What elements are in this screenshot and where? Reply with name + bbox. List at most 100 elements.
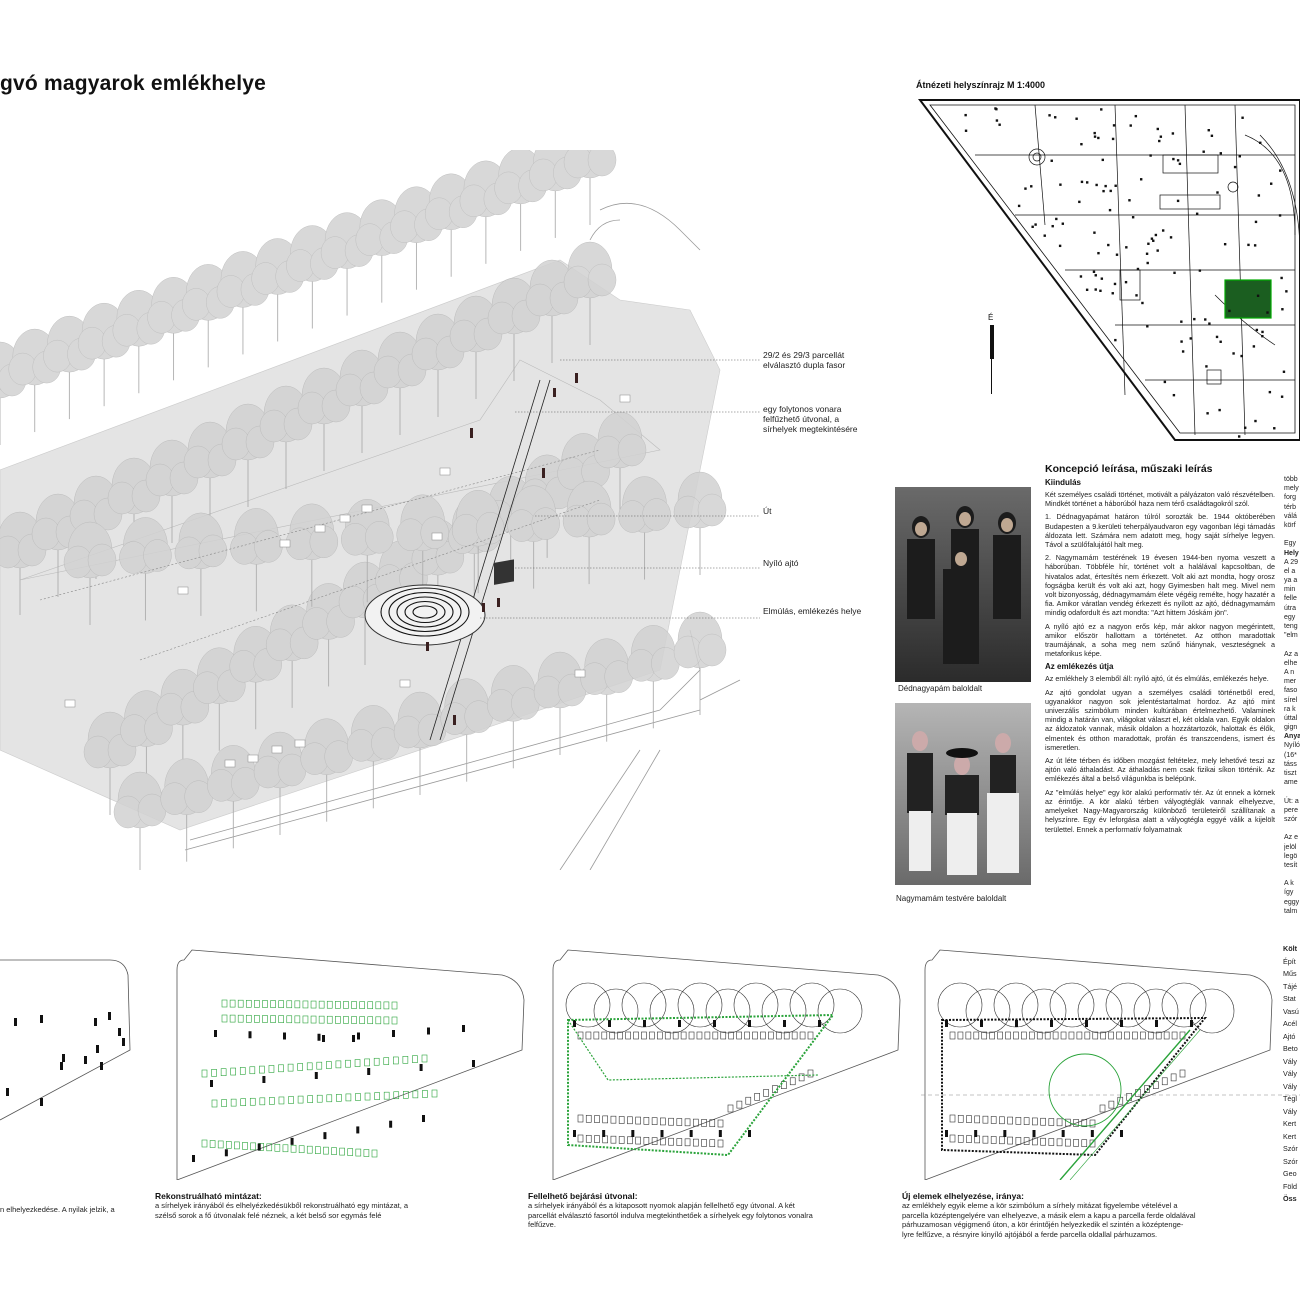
grave-outline: [336, 1094, 342, 1102]
grave-outline: [391, 1016, 398, 1025]
tree-canopy: [347, 729, 376, 762]
grave-outline: [660, 1117, 666, 1126]
tree-canopy-circle: [965, 988, 1011, 1034]
grave-outline: [641, 1031, 647, 1040]
grave-marker: [631, 1130, 635, 1137]
grave-outline: [1073, 1139, 1079, 1147]
grave-outline: [657, 1031, 663, 1040]
grave-marker: [224, 1149, 228, 1157]
grave-outline: [343, 1016, 349, 1024]
grave-outline: [294, 1015, 301, 1024]
grave-outline: [367, 1016, 374, 1025]
site-map-tree-dot: [1075, 117, 1078, 120]
grave-outline: [326, 1061, 332, 1069]
site-map-tree-dot: [1145, 252, 1149, 255]
diagram-1-caption: n elhelyezkedése. A nyilak jelzik, a: [0, 1205, 115, 1214]
grave-outline: [383, 1091, 390, 1100]
grave-outline: [999, 1136, 1005, 1145]
grave-outline: [268, 1065, 275, 1073]
grave-outline: [990, 1136, 997, 1144]
concept-text: Kiindulás Két személyes családi történet…: [1045, 478, 1275, 834]
grave-outline: [744, 1031, 750, 1040]
cut-text-line: eggy: [1284, 898, 1300, 906]
site-map-tree-dot: [1048, 114, 1051, 117]
grave-marker: [1120, 1130, 1123, 1137]
tree-canopy-circle: [565, 982, 611, 1028]
tree-canopy: [411, 337, 441, 371]
tree-canopy: [673, 495, 703, 529]
site-map-tree-dot: [1099, 289, 1102, 293]
grave-marker: [573, 1020, 576, 1027]
site-map-tree-dot: [1031, 225, 1034, 229]
grave-marker: [257, 1143, 261, 1151]
north-arrow: [990, 325, 994, 359]
grave-outline: [701, 1139, 707, 1147]
grave-outline: [736, 1100, 743, 1109]
grave-marker: [718, 1130, 722, 1137]
site-map-tree-dot: [1254, 419, 1257, 423]
site-map-tree-dot: [1193, 317, 1196, 321]
site-map-tree-dot: [1268, 390, 1272, 394]
grave-outline: [287, 1063, 294, 1072]
tree-canopy: [697, 633, 727, 667]
grave-outline: [331, 1147, 337, 1155]
grave-outline: [239, 1067, 246, 1075]
annotation-door: Nyíló ajtó: [763, 558, 799, 568]
site-map-tree-dot: [1115, 253, 1119, 256]
grave-outline: [957, 1114, 964, 1123]
site-map-tree-dot: [1097, 251, 1100, 255]
grave-marker: [392, 1030, 395, 1037]
grave-outline: [383, 1057, 390, 1065]
grave-outline: [364, 1058, 370, 1067]
grave-outline: [1124, 1031, 1130, 1040]
tree-canopy-circle: [1049, 982, 1095, 1028]
grave-outline: [763, 1089, 769, 1097]
grave-outline: [720, 1031, 727, 1040]
cost-label: Tájé: [1283, 981, 1297, 991]
cut-text-line: így: [1284, 889, 1294, 897]
grave-outline: [326, 1094, 333, 1103]
grave-outline: [402, 1056, 409, 1064]
tree-canopy: [107, 481, 137, 515]
site-map-tree-dot: [1204, 318, 1207, 321]
site-map-tree-dot: [1097, 136, 1100, 140]
grave-outline: [221, 1014, 228, 1023]
site-map-tree-dot: [1079, 275, 1083, 278]
tree-canopy-circle: [1105, 982, 1151, 1028]
grave-outline: [288, 1096, 294, 1104]
tree-canopy: [642, 498, 671, 531]
grave-outline: [266, 1143, 273, 1152]
grave-marker: [322, 1035, 325, 1042]
grave-outline: [760, 1031, 766, 1040]
grave-outline: [262, 1015, 268, 1023]
grave-outline: [660, 1137, 666, 1146]
grave-outline: [221, 1099, 227, 1107]
grave-marker: [422, 1115, 425, 1122]
grave-outline: [1089, 1119, 1096, 1128]
grave-marker: [1120, 1020, 1123, 1027]
grave-outline: [974, 1135, 981, 1144]
grave-outline: [1153, 1081, 1159, 1089]
site-map-tree-dot: [1093, 135, 1097, 138]
site-map-tree-dot: [1169, 236, 1173, 239]
site-map-tree-dot: [1078, 200, 1081, 204]
grave-outline: [347, 1148, 354, 1156]
grave-outline: [727, 1104, 734, 1113]
grave-outline: [585, 1031, 592, 1040]
tree-canopy: [420, 516, 449, 549]
cost-label: Műs: [1283, 969, 1297, 978]
tree-canopy-circle: [677, 982, 723, 1028]
grave-outline: [1171, 1031, 1178, 1040]
site-map-tree-dot: [1253, 244, 1257, 247]
site-map-tree-dot: [1109, 189, 1112, 193]
tree-canopy: [254, 530, 283, 563]
grave-marker: [262, 1076, 266, 1083]
annotation-road: Út: [763, 506, 772, 516]
photo-caption-1: Dédnagyapám baloldalt: [898, 684, 983, 693]
grave-outline: [728, 1031, 734, 1040]
grave-outline: [966, 1115, 972, 1123]
tree-canopy: [424, 197, 454, 231]
cut-text-line: [1284, 787, 1300, 796]
tree-canopy: [396, 518, 425, 551]
tree-canopy: [697, 493, 727, 527]
